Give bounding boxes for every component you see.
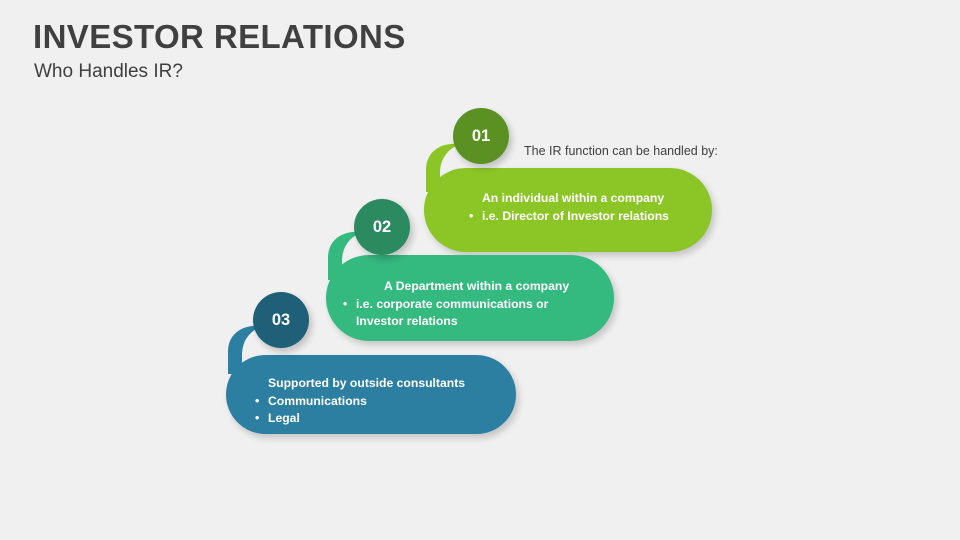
- step-number-label-02: 02: [372, 217, 392, 236]
- callout-tail-01: [426, 143, 460, 192]
- callout-heading-01: An individual within a company: [482, 191, 665, 205]
- callout-heading-02: A Department within a company: [384, 279, 570, 293]
- callout-pill-03[interactable]: Supported by outside consultants Communi…: [226, 355, 516, 434]
- step-number-badge-01[interactable]: 01: [453, 108, 509, 164]
- step-number-label-03: 03: [271, 310, 291, 329]
- callout-text-02: A Department within a company i.e. corpo…: [326, 278, 614, 331]
- callout-bullet-02-0: i.e. corporate communications or Investo…: [343, 296, 592, 331]
- page-title: INVESTOR RELATIONS: [33, 18, 406, 55]
- step-number-badge-03[interactable]: 03: [253, 292, 309, 348]
- callout-pill-02[interactable]: A Department within a company i.e. corpo…: [326, 255, 614, 341]
- callout-tail-03: [228, 325, 262, 374]
- callout-text-03: Supported by outside consultants Communi…: [226, 375, 516, 428]
- page-subtitle: Who Handles IR?: [34, 61, 183, 82]
- callout-bullet-03-1: Legal: [255, 410, 516, 428]
- intro-caption: The IR function can be handled by:: [524, 144, 718, 158]
- callout-bullet-03-0: Communications: [255, 393, 516, 411]
- callout-text-01: An individual within a company i.e. Dire…: [424, 190, 712, 225]
- step-number-badge-02[interactable]: 02: [354, 199, 410, 255]
- callout-heading-03: Supported by outside consultants: [268, 376, 466, 390]
- callout-bullet-01-0: i.e. Director of Investor relations: [469, 208, 712, 226]
- callout-pill-01[interactable]: An individual within a company i.e. Dire…: [424, 168, 712, 252]
- step-number-label-01: 01: [471, 126, 491, 145]
- callout-tail-02: [328, 231, 362, 280]
